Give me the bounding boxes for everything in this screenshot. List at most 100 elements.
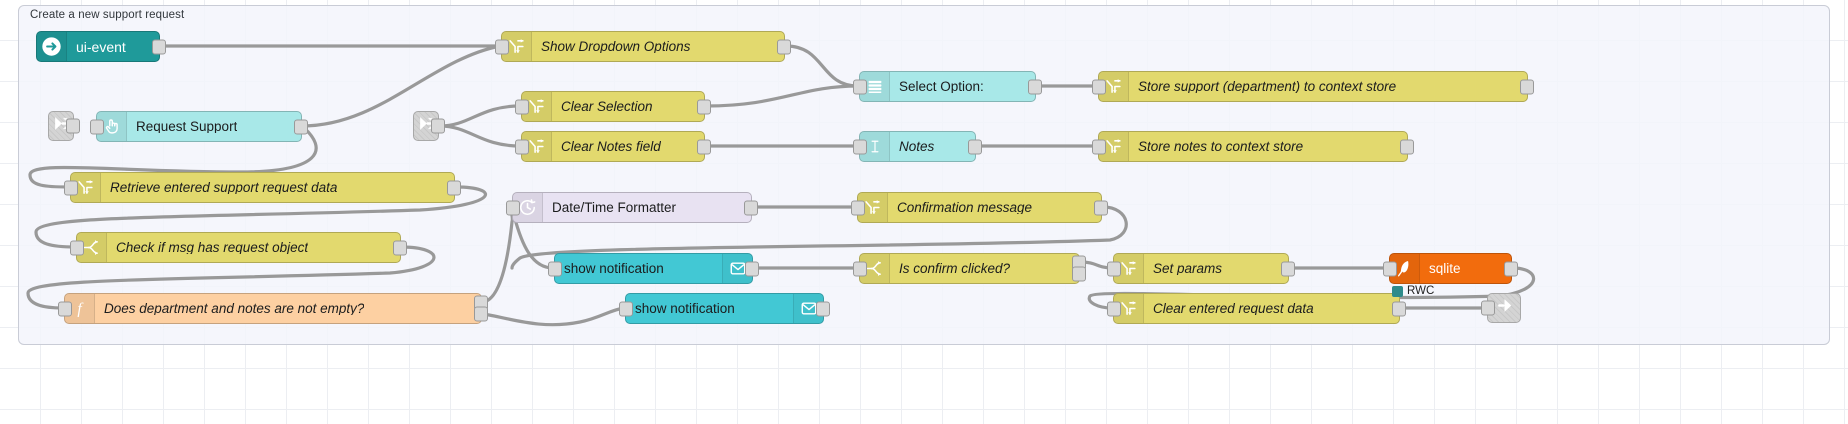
- node-output-port[interactable]: [294, 119, 308, 134]
- node-input-port[interactable]: [619, 301, 633, 316]
- node-link-in-2[interactable]: [413, 111, 445, 141]
- node-output-port[interactable]: [1392, 301, 1406, 316]
- node-input-port[interactable]: [58, 301, 72, 316]
- node-output-port[interactable]: [968, 139, 982, 154]
- node-confirmation-msg[interactable]: Confirmation message: [851, 192, 1108, 223]
- node-output-port[interactable]: [745, 261, 759, 276]
- node-output-port[interactable]: [1400, 139, 1414, 154]
- node-input-port[interactable]: [1092, 79, 1106, 94]
- sqlite-status-badge: RWC: [1392, 285, 1434, 297]
- node-label: Set params: [1153, 261, 1223, 276]
- node-label: Clear Selection: [561, 99, 653, 114]
- node-input-port[interactable]: [548, 261, 562, 276]
- node-sqlite[interactable]: sqlite: [1383, 253, 1518, 284]
- node-label: Retrieve entered support request data: [110, 180, 338, 195]
- node-output-port[interactable]: [1281, 261, 1295, 276]
- node-label: Store support (department) to context st…: [1138, 79, 1397, 94]
- node-body: Notes: [890, 132, 975, 161]
- link-in-icon: [418, 115, 435, 137]
- change-icon: [1114, 254, 1144, 283]
- node-store-support[interactable]: Store support (department) to context st…: [1092, 71, 1534, 102]
- node-link-in-1[interactable]: [48, 111, 80, 141]
- node-store-notes[interactable]: Store notes to context store: [1092, 131, 1414, 162]
- change-icon: [522, 132, 552, 161]
- node-label: Clear Notes field: [561, 139, 661, 154]
- node-notes[interactable]: Notes: [853, 131, 982, 162]
- node-output-port[interactable]: [697, 99, 711, 114]
- node-output-port[interactable]: [1072, 266, 1086, 282]
- node-output-port[interactable]: [1094, 200, 1108, 215]
- node-body: Show Dropdown Options: [532, 32, 784, 61]
- node-output-port[interactable]: [744, 200, 758, 215]
- node-label: Confirmation message: [897, 200, 1033, 215]
- node-datetime[interactable]: Date/Time Formatter: [506, 192, 758, 223]
- node-body: Request Support: [127, 112, 301, 141]
- node-dept-notes-empty[interactable]: f Does department and notes are not empt…: [58, 293, 488, 324]
- node-request-support[interactable]: Request Support: [90, 111, 308, 142]
- node-body: Select Option:: [890, 72, 1035, 101]
- node-input-port[interactable]: [506, 200, 520, 215]
- node-clear-notes[interactable]: Clear Notes field: [515, 131, 711, 162]
- node-output-port[interactable]: [697, 139, 711, 154]
- node-body: show notification: [555, 254, 722, 283]
- node-label: show notification: [564, 261, 664, 276]
- node-input-port[interactable]: [64, 180, 78, 195]
- node-label: sqlite: [1429, 261, 1461, 276]
- node-label: Store notes to context store: [1138, 139, 1304, 154]
- node-input-port[interactable]: [70, 240, 84, 255]
- node-output-port[interactable]: [66, 118, 80, 134]
- node-input-port[interactable]: [1107, 301, 1121, 316]
- node-body: Set params: [1144, 254, 1288, 283]
- node-body: Store support (department) to context st…: [1129, 72, 1527, 101]
- node-input-port[interactable]: [853, 139, 867, 154]
- node-input-port[interactable]: [515, 139, 529, 154]
- node-input-port[interactable]: [515, 99, 529, 114]
- node-input-port[interactable]: [853, 261, 867, 276]
- node-check-msg[interactable]: Check if msg has request object: [70, 232, 407, 263]
- node-show-dropdown[interactable]: Show Dropdown Options: [495, 31, 791, 62]
- node-output-port[interactable]: [152, 39, 166, 54]
- node-input-port[interactable]: [90, 119, 104, 134]
- node-clear-selection[interactable]: Clear Selection: [515, 91, 711, 122]
- node-debug-out[interactable]: [1481, 293, 1521, 323]
- status-text: RWC: [1407, 285, 1435, 297]
- node-input-port[interactable]: [1092, 139, 1106, 154]
- node-output-port[interactable]: [1028, 79, 1042, 94]
- node-label: Does department and notes are not empty?: [104, 301, 365, 316]
- node-input-port[interactable]: [1383, 261, 1397, 276]
- node-label: Clear entered request data: [1153, 301, 1314, 316]
- node-output-port[interactable]: [1520, 79, 1534, 94]
- node-output-port[interactable]: [431, 118, 445, 134]
- node-ui-event[interactable]: ui-event: [36, 31, 166, 62]
- node-body: Date/Time Formatter: [543, 193, 751, 222]
- node-output-port[interactable]: [777, 39, 791, 54]
- node-retrieve-data[interactable]: Retrieve entered support request data: [64, 172, 461, 203]
- node-output-port[interactable]: [447, 180, 461, 195]
- node-output-port[interactable]: [474, 306, 488, 322]
- node-output-port[interactable]: [393, 240, 407, 255]
- node-input-port[interactable]: [1481, 300, 1495, 316]
- node-output-port[interactable]: [816, 301, 830, 316]
- node-label: Select Option:: [899, 79, 984, 94]
- status-dot-icon: [1392, 285, 1403, 297]
- svg-text:f: f: [77, 300, 84, 317]
- change-icon: [502, 32, 532, 61]
- node-input-port[interactable]: [1107, 261, 1121, 276]
- node-label: ui-event: [76, 39, 126, 54]
- node-select-option[interactable]: Select Option:: [853, 71, 1042, 102]
- node-input-port[interactable]: [853, 79, 867, 94]
- node-body: Clear Selection: [552, 92, 704, 121]
- node-input-port[interactable]: [851, 200, 865, 215]
- node-clear-request[interactable]: Clear entered request data: [1107, 293, 1406, 324]
- node-set-params[interactable]: Set params: [1107, 253, 1295, 284]
- node-body: show notification: [626, 294, 793, 323]
- node-input-port[interactable]: [495, 39, 509, 54]
- node-notify-2[interactable]: show notification: [619, 293, 830, 324]
- node-notify-1[interactable]: show notification: [548, 253, 759, 284]
- envelope-icon: [722, 254, 752, 283]
- node-is-confirm[interactable]: Is confirm clicked?: [853, 253, 1086, 284]
- node-output-port[interactable]: [1504, 261, 1518, 276]
- envelope-icon: [793, 294, 823, 323]
- node-body: Check if msg has request object: [107, 233, 400, 262]
